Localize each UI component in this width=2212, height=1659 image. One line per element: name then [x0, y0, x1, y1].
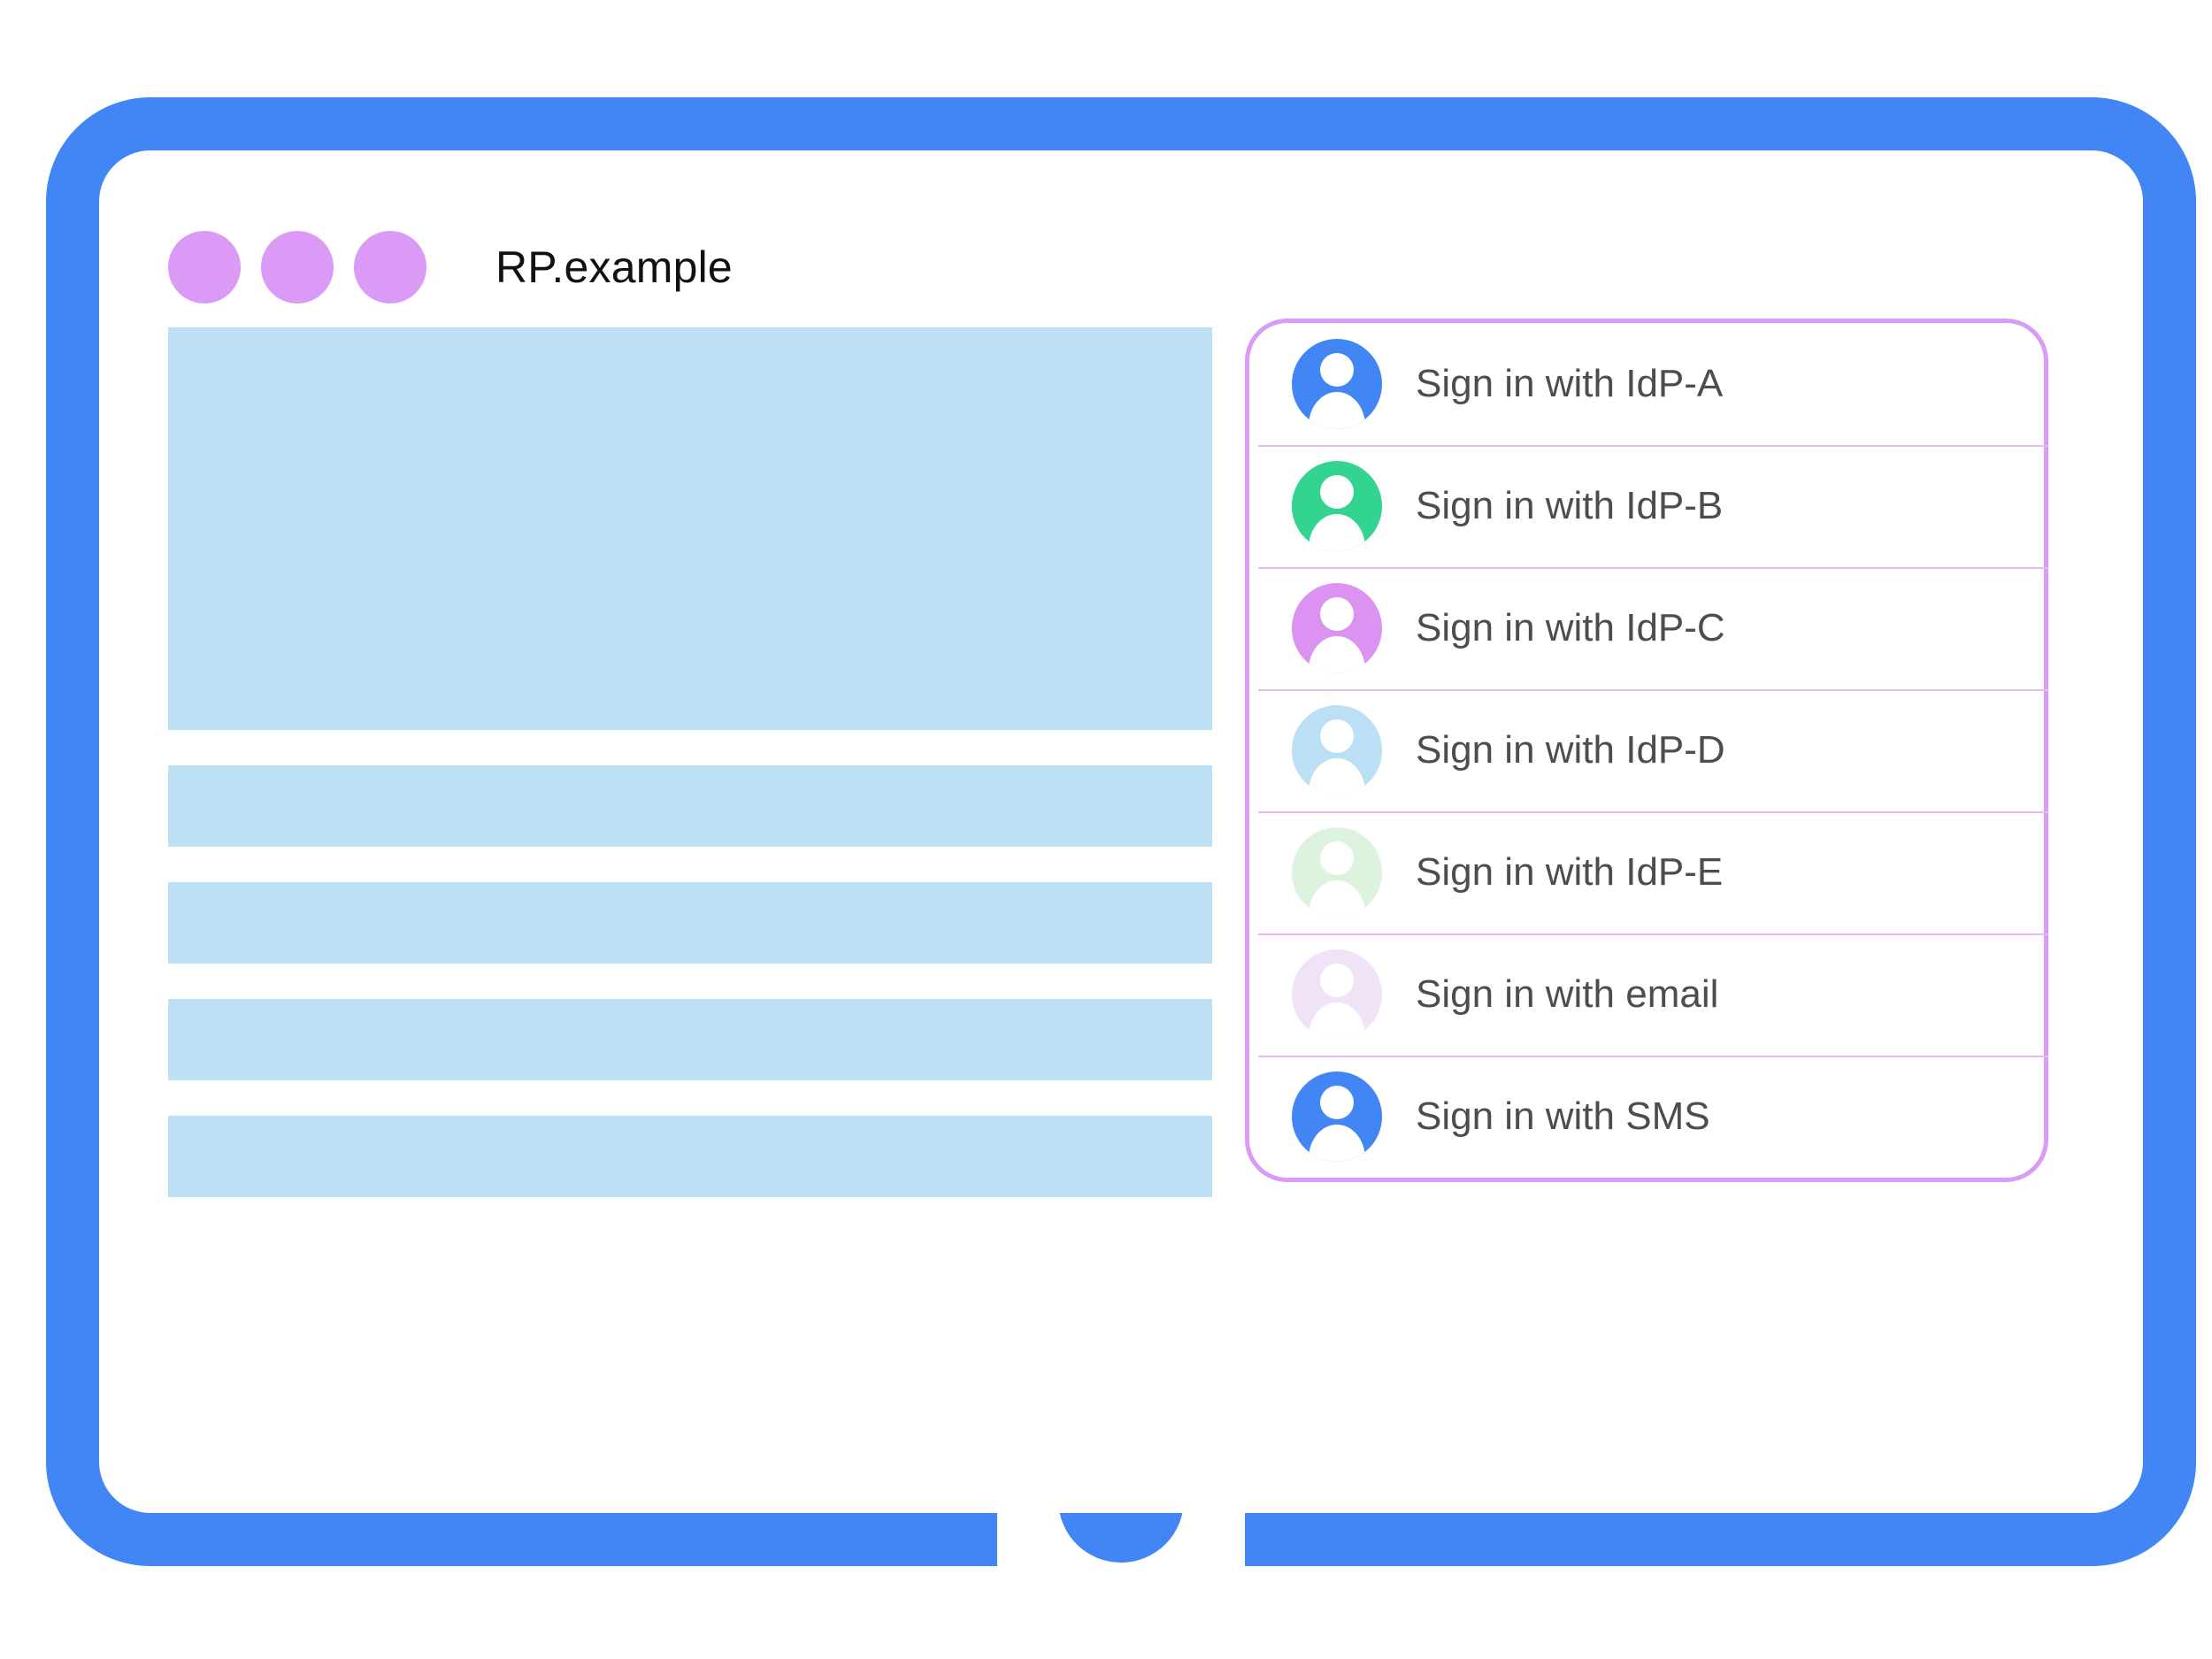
device-bezel — [46, 97, 2196, 1566]
avatar-body-shape — [1309, 392, 1365, 429]
account-item-label: Sign in with IdP-C — [1416, 606, 1725, 649]
account-item[interactable]: Sign in with IdP-D — [1249, 689, 2048, 811]
avatar-body-shape — [1309, 880, 1365, 918]
avatar-head-shape — [1320, 841, 1354, 875]
avatar-body-shape — [1309, 636, 1365, 673]
text-line-placeholder-3 — [168, 999, 1212, 1080]
window-dot-3-icon[interactable] — [354, 231, 426, 303]
avatar-body-shape — [1309, 1125, 1365, 1162]
account-avatar-icon — [1292, 705, 1382, 795]
account-item[interactable]: Sign in with SMS — [1249, 1056, 2048, 1178]
text-line-placeholder-4 — [168, 1116, 1212, 1197]
page-title: RP.example — [495, 242, 733, 292]
account-avatar-icon — [1292, 461, 1382, 551]
account-item[interactable]: Sign in with IdP-B — [1249, 445, 2048, 567]
avatar-body-shape — [1309, 758, 1365, 795]
account-item-label: Sign in with IdP-E — [1416, 850, 1724, 894]
avatar-head-shape — [1320, 597, 1354, 631]
account-avatar-icon — [1292, 949, 1382, 1040]
avatar-body-shape — [1309, 514, 1365, 551]
account-item[interactable]: Sign in with IdP-C — [1249, 567, 2048, 689]
browser-title-bar: RP.example — [168, 214, 733, 320]
text-line-placeholder-2 — [168, 882, 1212, 964]
account-item-label: Sign in with SMS — [1416, 1094, 1710, 1138]
account-avatar-icon — [1292, 1071, 1382, 1162]
avatar-head-shape — [1320, 964, 1354, 997]
text-line-placeholder-1 — [168, 765, 1212, 847]
window-dot-1-icon[interactable] — [168, 231, 241, 303]
account-item[interactable]: Sign in with email — [1249, 933, 2048, 1056]
window-dot-2-icon[interactable] — [261, 231, 334, 303]
account-chooser-panel: Sign in with IdP-A Sign in with IdP-B Sign… — [1245, 319, 2048, 1182]
avatar-head-shape — [1320, 353, 1354, 387]
account-avatar-icon — [1292, 827, 1382, 918]
account-avatar-icon — [1292, 339, 1382, 429]
avatar-head-shape — [1320, 1086, 1354, 1119]
account-item-label: Sign in with IdP-B — [1416, 484, 1724, 527]
avatar-body-shape — [1309, 1002, 1365, 1040]
account-item-label: Sign in with IdP-A — [1416, 362, 1724, 405]
avatar-head-shape — [1320, 475, 1354, 509]
account-avatar-icon — [1292, 583, 1382, 673]
hero-placeholder — [168, 327, 1212, 730]
account-item[interactable]: Sign in with IdP-E — [1249, 811, 2048, 933]
account-list: Sign in with IdP-A Sign in with IdP-B Sign… — [1249, 323, 2048, 1178]
account-item-label: Sign in with IdP-D — [1416, 728, 1725, 772]
account-item[interactable]: Sign in with IdP-A — [1249, 323, 2044, 445]
avatar-head-shape — [1320, 719, 1354, 753]
account-item-label: Sign in with email — [1416, 972, 1719, 1016]
page-content-placeholders — [168, 327, 1212, 1233]
